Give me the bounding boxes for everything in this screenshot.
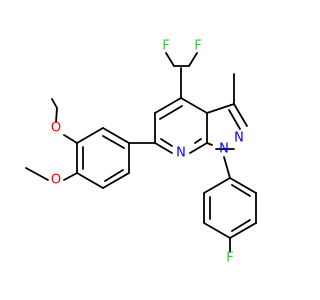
pyrazole-nitrogen-2-label: N	[234, 131, 244, 146]
fluorine-atom-label-para: F	[226, 251, 233, 266]
pyrazole-nitrogen-1-label: N	[219, 142, 229, 157]
oxygen-atom-label-upper: O	[51, 121, 61, 136]
atom-labels: F F O O N N N F	[51, 39, 244, 266]
molecule-overlay: F F O O N N N F	[25, 38, 257, 266]
structure-bonds	[25, 52, 257, 253]
structure-canvas: F F O O N N N F	[0, 38, 257, 266]
pyridine-nitrogen-label: N	[176, 146, 186, 161]
fluorine-atom-label-left: F	[162, 39, 169, 54]
oxygen-atom-label-lower: O	[51, 173, 61, 188]
fluorine-atom-label-right: F	[194, 39, 201, 54]
